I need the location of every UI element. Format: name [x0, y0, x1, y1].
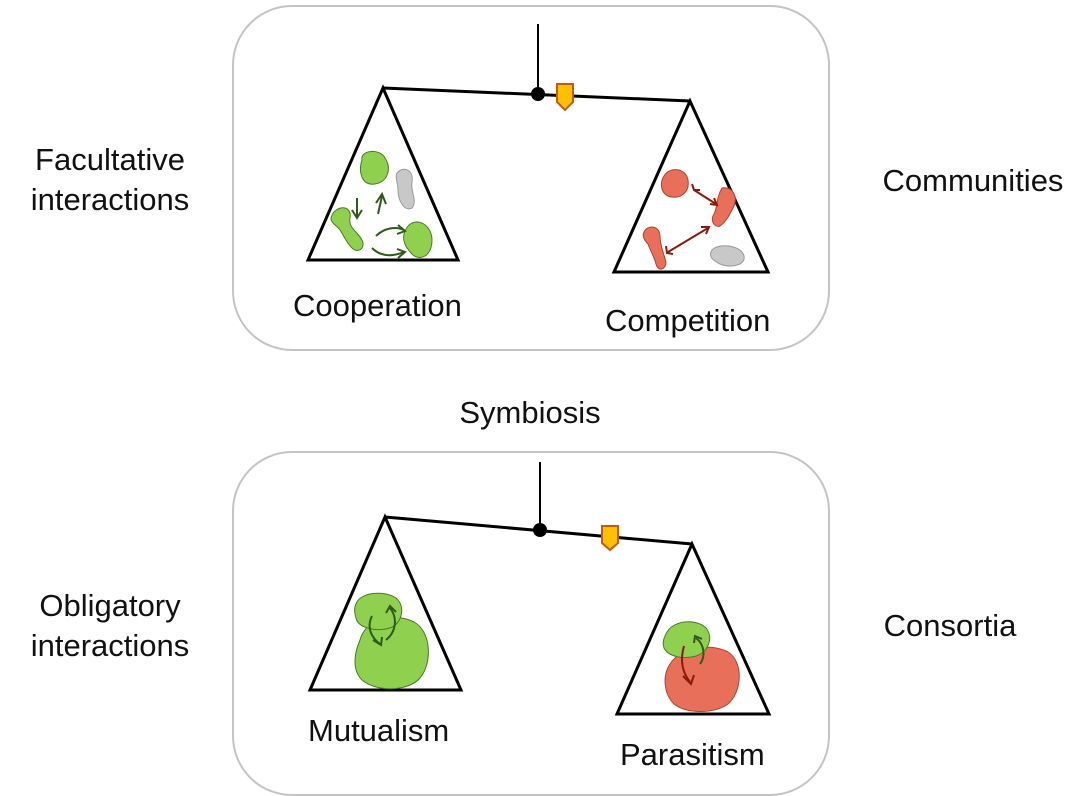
cooperation-label: Cooperation: [293, 288, 462, 323]
obligatory-line: Obligatory: [39, 588, 181, 623]
communities-label: Communities: [882, 163, 1064, 198]
mutualism-label: Mutualism: [308, 713, 450, 748]
parasitism-arrows: [681, 634, 705, 686]
obligatory-interactions-label: Obligatory interactions: [10, 586, 210, 666]
facultative-interactions-label: Facultative interactions: [10, 140, 210, 220]
competition-label: Competition: [605, 303, 771, 338]
coop-arrows: [351, 191, 407, 259]
parasitism-symbiont-cell: [662, 621, 711, 659]
interactions-line: interactions: [30, 182, 190, 217]
mutualism-arrows: [368, 604, 397, 647]
consortia-label: Consortia: [883, 608, 1017, 643]
coop-cell-round: [360, 151, 389, 185]
comp-cell-worm-2: [642, 226, 667, 270]
bottom-pivot: [533, 523, 547, 537]
coop-cell-worm: [330, 207, 364, 251]
comp-cell-grey: [709, 245, 745, 267]
mutualism-symbiont-cell: [354, 592, 403, 631]
top-pivot: [531, 87, 545, 101]
coop-cell-grey: [395, 168, 415, 210]
interactions-line-2: interactions: [30, 628, 190, 663]
comp-arrows: [665, 183, 719, 255]
mutualism-host-cell: [354, 616, 429, 690]
parasitism-label: Parasitism: [620, 737, 765, 772]
top-panel: [232, 5, 830, 351]
comp-cell-round: [660, 169, 689, 198]
bottom-panel: [232, 451, 830, 796]
top-marker: [556, 83, 574, 112]
symbiosis-label: Symbiosis: [459, 395, 601, 430]
facultative-line: Facultative: [35, 142, 185, 177]
comp-cell-worm: [711, 187, 736, 227]
coop-cell-oval: [403, 221, 433, 258]
bottom-marker: [601, 525, 619, 552]
